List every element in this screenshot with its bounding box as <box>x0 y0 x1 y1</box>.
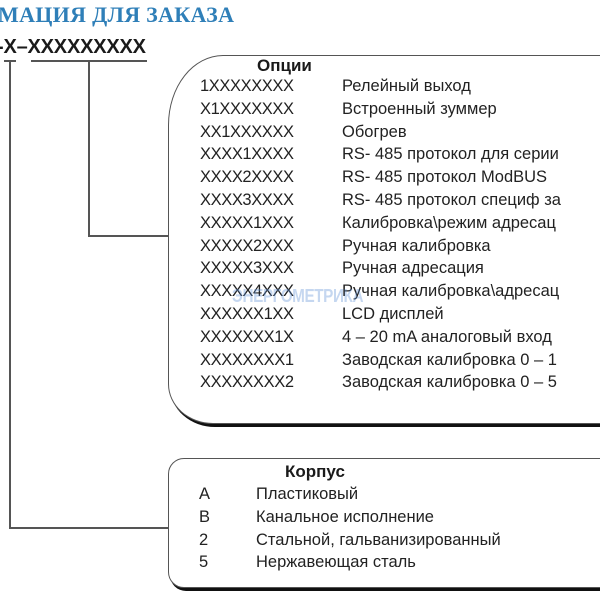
option-description: Релейный выход <box>342 77 471 95</box>
option-code: XXXX2XXXX <box>200 168 294 187</box>
option-code: XXXX3XXXX <box>200 191 294 209</box>
option-description: Ручная адресация <box>342 259 484 278</box>
option-code: XXXXXXXX2 <box>200 373 294 392</box>
connector-options-horizontal <box>88 235 169 237</box>
connector-housing-horizontal <box>9 527 169 529</box>
option-code: XX1XXXXXX <box>200 122 294 141</box>
housing-code: A <box>199 485 210 503</box>
option-code: XXXXXX1XX <box>200 305 294 323</box>
option-code: XXXXX4XXX <box>200 282 294 301</box>
housing-heading: Корпус <box>285 462 345 481</box>
housing-description: Стальной, гальванизированный <box>256 530 501 549</box>
code-underline-options <box>31 60 147 62</box>
option-description: RS- 485 протокол ModBUS <box>342 168 548 187</box>
watermark: ЭНЕРГОМЕТРИКА <box>232 286 364 306</box>
option-description: RS- 485 протокол специф за <box>342 191 561 209</box>
housing-box <box>168 458 600 588</box>
option-code: XXXXX1XXX <box>200 213 294 232</box>
option-code: XXXXXXXX1 <box>200 350 294 369</box>
housing-code: B <box>199 507 210 526</box>
option-description: Заводская калибровка 0 – 5 <box>342 373 557 392</box>
code-underline-x <box>4 60 16 62</box>
option-code: XXXXX3XXX <box>200 259 294 278</box>
option-description: Ручная калибровка\адресац <box>342 282 560 301</box>
option-description: LCD дисплей <box>342 305 444 323</box>
housing-description: Нержавеющая сталь <box>256 553 416 572</box>
connector-housing-vertical <box>9 61 11 528</box>
option-description: 4 – 20 mA аналоговый вход <box>342 327 552 346</box>
option-code: XXXXX2XXX <box>200 236 294 255</box>
housing-code: 5 <box>199 553 208 572</box>
option-code: 1XXXXXXXX <box>200 77 294 95</box>
option-code: XXXX1XXXX <box>200 145 294 164</box>
page-title: МАЦИЯ ДЛЯ ЗАКАЗА <box>0 2 235 27</box>
housing-code: 2 <box>199 530 208 549</box>
options-heading: Опции <box>257 56 312 75</box>
option-description: Калибровка\режим адресац <box>342 213 556 232</box>
option-description: Ручная калибровка <box>342 236 491 255</box>
option-description: RS- 485 протокол для серии <box>342 145 559 164</box>
housing-description: Канальное исполнение <box>256 507 434 526</box>
connector-options-vertical <box>88 61 90 236</box>
option-description: Обогрев <box>342 122 407 141</box>
order-code: -X–XXXXXXXXX <box>0 36 146 58</box>
housing-description: Пластиковый <box>256 485 359 503</box>
option-code: X1XXXXXXX <box>200 99 294 118</box>
options-box <box>168 55 600 424</box>
option-description: Заводская калибровка 0 – 1 <box>342 350 557 369</box>
option-code: XXXXXXX1X <box>200 327 294 346</box>
option-description: Встроенный зуммер <box>342 99 497 118</box>
